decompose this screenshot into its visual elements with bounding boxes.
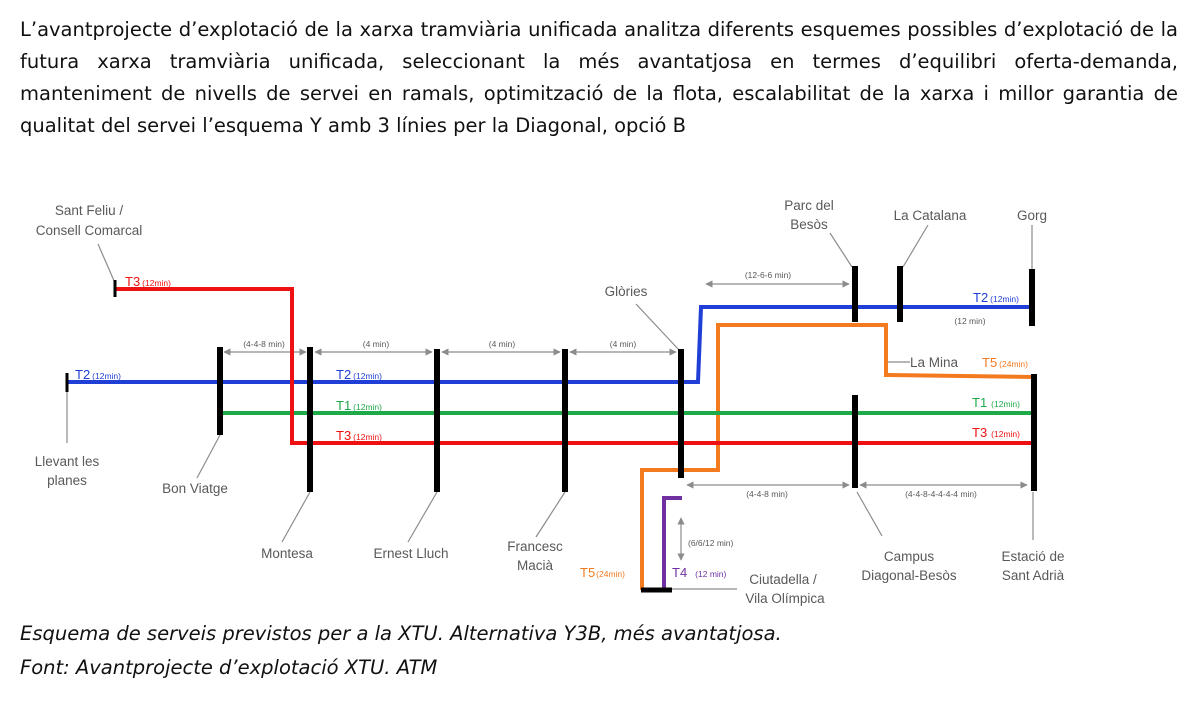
- figure-caption: Esquema de serveis previstos per a la XT…: [20, 622, 782, 645]
- interval-glories-ciutadella: (6/6/12 min): [688, 538, 734, 548]
- station-bars: [65, 266, 1037, 593]
- tram-network-diagram: Sant Feliu / Consell Comarcal Llevant le…: [35, 198, 1065, 606]
- station-campus-line1: Campus: [884, 549, 935, 564]
- interval-francesc-glories: (4 min): [610, 339, 637, 349]
- station-labels: Sant Feliu / Consell Comarcal Llevant le…: [35, 198, 1065, 606]
- line-t5-path: [640, 323, 1035, 590]
- station-sant-adria-line2: Sant Adrià: [1002, 568, 1065, 583]
- line-label-t5-south: T5(24min): [580, 565, 625, 580]
- leader-ernest: [407, 491, 438, 543]
- intro-paragraph: L’avantprojecte d’explotació de la xarxa…: [20, 18, 1178, 137]
- interval-ernest-francesc: (4 min): [489, 339, 516, 349]
- interval-campus-adria: (4-4-8-4-4-4-4 min): [905, 489, 977, 499]
- leader-la-catalana: [902, 224, 929, 268]
- line-label-t2-east: T2(12min): [973, 290, 1019, 305]
- line-t2-path: [67, 305, 1034, 384]
- station-ernest-lluch: Ernest Lluch: [373, 546, 448, 561]
- station-francesc-line1: Francesc: [507, 539, 563, 554]
- station-bon-viatge: Bon Viatge: [162, 481, 228, 496]
- station-sant-feliu-line1: Sant Feliu /: [55, 203, 124, 218]
- station-ciutadella-line2: Vila Olímpica: [745, 591, 825, 606]
- leader-lines: [66, 224, 1034, 590]
- interval-t2-east: (12 min): [954, 316, 985, 326]
- line-t4-path: [662, 496, 682, 590]
- line-label-t1-east: T1(12min): [972, 395, 1020, 410]
- interval-glories-parc: (12-6-6 min): [745, 270, 791, 280]
- figure-source: Font: Avantprojecte d’explotació XTU. AT…: [20, 656, 438, 679]
- station-llevant-line1: Llevant les: [35, 454, 100, 469]
- leader-francesc: [535, 491, 566, 538]
- station-llevant-line2: planes: [47, 473, 87, 488]
- station-parc-besos-line1: Parc del: [784, 198, 834, 213]
- station-la-mina: La Mina: [910, 355, 959, 370]
- station-ciutadella-line1: Ciutadella /: [749, 572, 817, 587]
- line-label-t1-center: T1(12min): [336, 398, 382, 413]
- station-glories: Glòries: [605, 284, 648, 299]
- interval-montesa-ernest: (4 min): [363, 339, 390, 349]
- leader-montesa: [281, 491, 311, 543]
- station-montesa: Montesa: [261, 546, 313, 561]
- station-parc-besos-line2: Besòs: [790, 217, 828, 232]
- line-label-t5-east: T5(24min): [982, 355, 1028, 370]
- interval-bon-montesa: (4-4-8 min): [243, 339, 285, 349]
- station-sant-adria-line1: Estació de: [1001, 549, 1064, 564]
- interval-glories-campus: (4-4-8 min): [746, 489, 788, 499]
- line-label-t4: T4(12 min): [672, 565, 727, 580]
- line-t3-path: [115, 287, 1034, 445]
- station-la-catalana: La Catalana: [894, 208, 967, 223]
- station-gorg: Gorg: [1017, 208, 1047, 223]
- line-label-t3-west: T3(12min): [125, 274, 171, 289]
- interval-arrows: [223, 280, 1028, 561]
- station-francesc-line2: Macià: [517, 558, 554, 573]
- line-label-t2-center: T2(12min): [336, 367, 382, 382]
- leader-parc-besos: [829, 232, 853, 268]
- leader-campus: [856, 491, 883, 537]
- line-labels: T3(12min) T2(12min) T2(12min) T1(12min) …: [75, 274, 1028, 580]
- line-label-t2-west: T2(12min): [75, 367, 121, 382]
- line-label-t3-center: T3(12min): [336, 428, 382, 443]
- station-campus-line2: Diagonal-Besòs: [861, 568, 957, 583]
- station-sant-feliu-line2: Consell Comarcal: [36, 223, 143, 238]
- line-label-t3-east: T3(12min): [972, 425, 1020, 440]
- interval-labels: (4-4-8 min) (4 min) (4 min) (4 min) (12-…: [243, 270, 986, 548]
- leader-glories: [635, 303, 680, 351]
- leader-bon-viatge: [196, 434, 221, 479]
- leader-sant-feliu: [97, 243, 116, 284]
